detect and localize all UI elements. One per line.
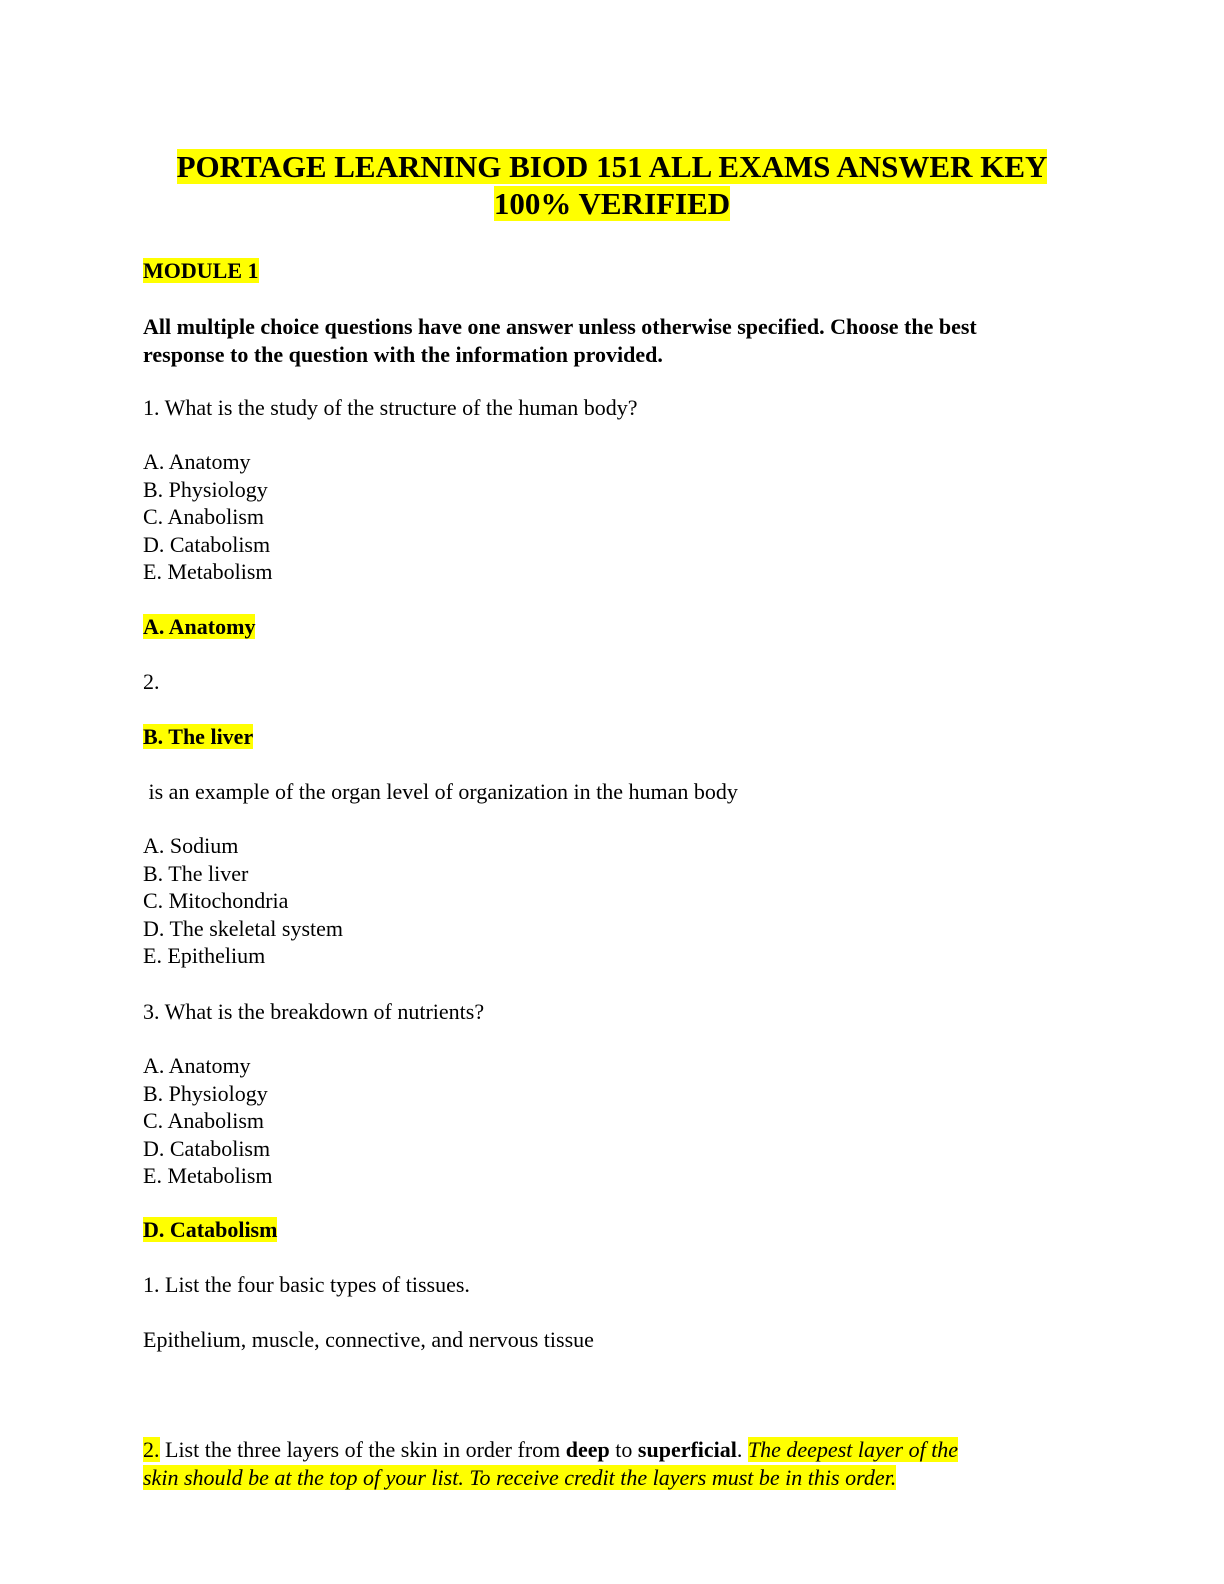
option-a: A. Anatomy [143, 1053, 251, 1078]
option-c: C. Anabolism [143, 1108, 265, 1133]
instructions-line-2: response to the question with the inform… [143, 341, 663, 367]
question-2-number: 2. [143, 669, 160, 694]
question-3-prompt: 3. What is the breakdown of nutrients? [143, 999, 485, 1024]
option-c: C. Anabolism [143, 504, 265, 529]
module-heading: MODULE 1 [143, 258, 259, 283]
option-d: D. Catabolism [143, 531, 271, 557]
title-line-1: PORTAGE LEARNING BIOD 151 ALL EXAMS ANSW… [176, 149, 1048, 184]
instructions-line-1: All multiple choice questions have one a… [143, 314, 977, 339]
question-2-answer: B. The liver [143, 724, 254, 749]
question-3-answer: D. Catabolism [143, 1217, 278, 1242]
option-e: E. Metabolism [143, 559, 273, 584]
instructions: All multiple choice questions have one a… [143, 313, 977, 368]
option-d: D. Catabolism [143, 1135, 271, 1161]
option-b: B. Physiology [143, 476, 268, 502]
short-answer-2-number: 2. [143, 1437, 160, 1462]
question-2-options: A. Sodium B. The liver C. Mitochondria D… [143, 832, 343, 970]
option-e: E. Metabolism [143, 1163, 273, 1188]
option-a: A. Sodium [143, 833, 239, 858]
option-b: B. The liver [143, 860, 249, 886]
option-a: A. Anatomy [143, 449, 251, 474]
question-3-options: A. Anatomy B. Physiology C. Anabolism D.… [143, 1052, 273, 1190]
short-answer-1-answer: Epithelium, muscle, connective, and nerv… [143, 1327, 594, 1352]
option-d: D. The skeletal system [143, 915, 343, 941]
option-c: C. Mitochondria [143, 888, 289, 913]
document-title: PORTAGE LEARNING BIOD 151 ALL EXAMS ANSW… [0, 148, 1224, 222]
question-2-prompt: is an example of the organ level of orga… [143, 779, 738, 804]
title-line-2: 100% VERIFIED [493, 186, 731, 221]
question-1-answer: A. Anatomy [143, 614, 256, 639]
question-1-prompt: 1. What is the study of the structure of… [143, 395, 638, 420]
question-1-options: A. Anatomy B. Physiology C. Anabolism D.… [143, 448, 273, 586]
option-b: B. Physiology [143, 1080, 268, 1106]
short-answer-2: 2. List the three layers of the skin in … [143, 1437, 959, 1490]
option-e: E. Epithelium [143, 943, 266, 968]
short-answer-1-prompt: 1. List the four basic types of tissues. [143, 1272, 470, 1297]
